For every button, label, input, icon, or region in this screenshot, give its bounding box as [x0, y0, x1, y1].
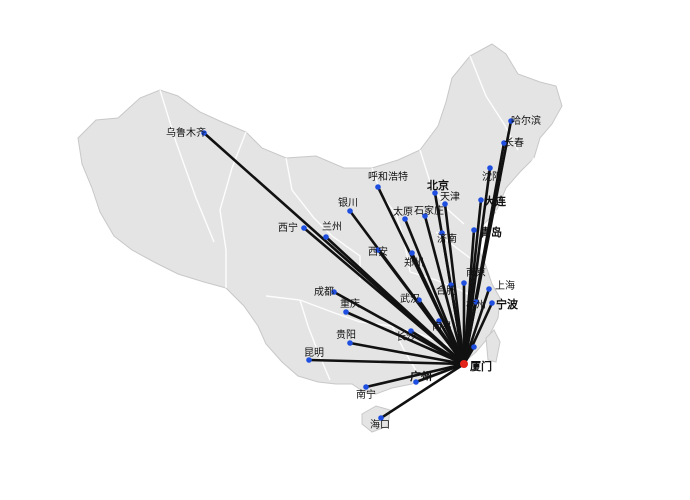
city-marker-taiyuan[interactable] [402, 216, 408, 222]
route-line-changsha [409, 329, 466, 366]
route-line-taiyuan [403, 217, 466, 366]
city-label-nanning: 南宁 [356, 388, 376, 401]
city-marker-guiyang[interactable] [347, 340, 353, 346]
city-marker-yinchuan[interactable] [347, 208, 353, 214]
city-label-taiyuan: 太原 [393, 205, 413, 218]
route-lines [202, 119, 513, 420]
city-label-qingdao: 青岛 [480, 225, 502, 239]
city-label-dalian: 大连 [484, 194, 507, 208]
city-marker-beijing[interactable] [432, 190, 438, 196]
route-line-guiyang [348, 341, 466, 366]
city-label-yinchuan: 银川 [338, 196, 358, 209]
city-label-guiyang: 贵阳 [336, 328, 356, 341]
taiwan-island [485, 329, 501, 363]
route-line-xining [302, 226, 466, 366]
city-marker-shenyang[interactable] [487, 165, 493, 171]
city-marker-kunming[interactable] [306, 357, 312, 363]
route-line-nanchang [437, 319, 466, 366]
city-label-tianjin: 天津 [440, 191, 460, 203]
route-line-shijiazhuang [423, 214, 466, 366]
city-label-shenyang: 沈阳 [482, 170, 502, 183]
city-marker-zhengzhou[interactable] [409, 250, 415, 256]
city-marker-haikou[interactable] [378, 415, 384, 421]
city-marker-nanning[interactable] [363, 384, 369, 390]
route-line-kunming [307, 358, 466, 366]
city-label-huhehaote: 呼和浩特 [368, 171, 408, 183]
city-label-shijiazhuang: 石家庄 [414, 204, 444, 217]
city-marker-xining[interactable] [301, 225, 307, 231]
city-label-chengdu: 成都 [314, 286, 334, 298]
city-label-haikou: 海口 [370, 418, 390, 431]
hainan-island [361, 405, 391, 433]
city-marker-hangzhou[interactable] [473, 299, 479, 305]
city-marker-xian[interactable] [375, 247, 381, 253]
hub-marker-xiamen[interactable] [460, 360, 468, 368]
city-label-shanghai: 上海 [495, 279, 515, 292]
city-label-changsha: 长沙 [396, 331, 416, 343]
city-label-xining: 西宁 [278, 221, 298, 234]
city-label-wuhan: 武汉 [400, 292, 420, 305]
city-label-nanchang: 南昌 [432, 320, 452, 333]
city-marker-huhehaote[interactable] [375, 184, 381, 190]
city-label-wulumuqi: 乌鲁木齐 [166, 126, 206, 139]
hub-label: 厦门 [470, 359, 492, 373]
city-marker-tianjin[interactable] [442, 201, 448, 207]
city-label-ningbo: 宁波 [496, 297, 519, 311]
route-line-haikou [379, 362, 466, 420]
city-marker-qingdao[interactable] [471, 227, 477, 233]
city-marker-changsha[interactable] [408, 328, 414, 334]
city-label-kunming: 昆明 [304, 347, 324, 359]
route-line-chongqing [344, 310, 466, 366]
route-line-zhengzhou [410, 251, 466, 366]
city-marker-wuhan[interactable] [416, 297, 422, 303]
city-label-jinan: 济南 [437, 232, 457, 245]
city-label-fuzhou: 福州 [452, 340, 472, 353]
city-label-beijing: 北京 [427, 178, 449, 192]
city-marker-haerbin[interactable] [508, 118, 514, 124]
city-marker-shijiazhuang[interactable] [422, 213, 428, 219]
city-marker-chongqing[interactable] [343, 309, 349, 315]
city-label-lanzhou: 兰州 [322, 220, 342, 233]
city-marker-nanchang[interactable] [436, 318, 442, 324]
city-marker-hefei[interactable] [448, 282, 454, 288]
city-label-changchun: 长春 [504, 137, 524, 149]
city-label-chongqing: 重庆 [340, 297, 360, 310]
city-label-hefei: 合肥 [436, 284, 456, 297]
city-label-zhengzhou: 郑州 [404, 256, 424, 269]
route-line-nanning [364, 362, 466, 389]
city-marker-lanzhou[interactable] [323, 234, 329, 240]
route-line-hangzhou [462, 300, 478, 366]
route-line-hefei [449, 283, 466, 366]
city-marker-guangzhou[interactable] [413, 379, 419, 385]
city-marker-dalian[interactable] [478, 197, 484, 203]
city-marker-changchun[interactable] [501, 140, 507, 146]
city-marker-shanghai[interactable] [486, 286, 492, 292]
city-label-haerbin: 哈尔滨 [511, 114, 541, 127]
city-marker-chengdu[interactable] [331, 289, 337, 295]
city-marker-nanjing[interactable] [461, 280, 467, 286]
city-label-hangzhou: 杭州 [466, 298, 486, 311]
city-label-guangzhou: 广州 [410, 369, 432, 383]
city-label-xian: 西安 [368, 245, 388, 258]
route-line-shanghai [462, 287, 491, 366]
route-line-qingdao [462, 228, 476, 366]
city-marker-wulumuqi[interactable] [201, 130, 207, 136]
city-label-nanjing: 南京 [466, 266, 486, 279]
city-marker-jinan[interactable] [439, 230, 445, 236]
city-marker-fuzhou[interactable] [471, 344, 477, 350]
city-marker-ningbo[interactable] [489, 300, 495, 306]
